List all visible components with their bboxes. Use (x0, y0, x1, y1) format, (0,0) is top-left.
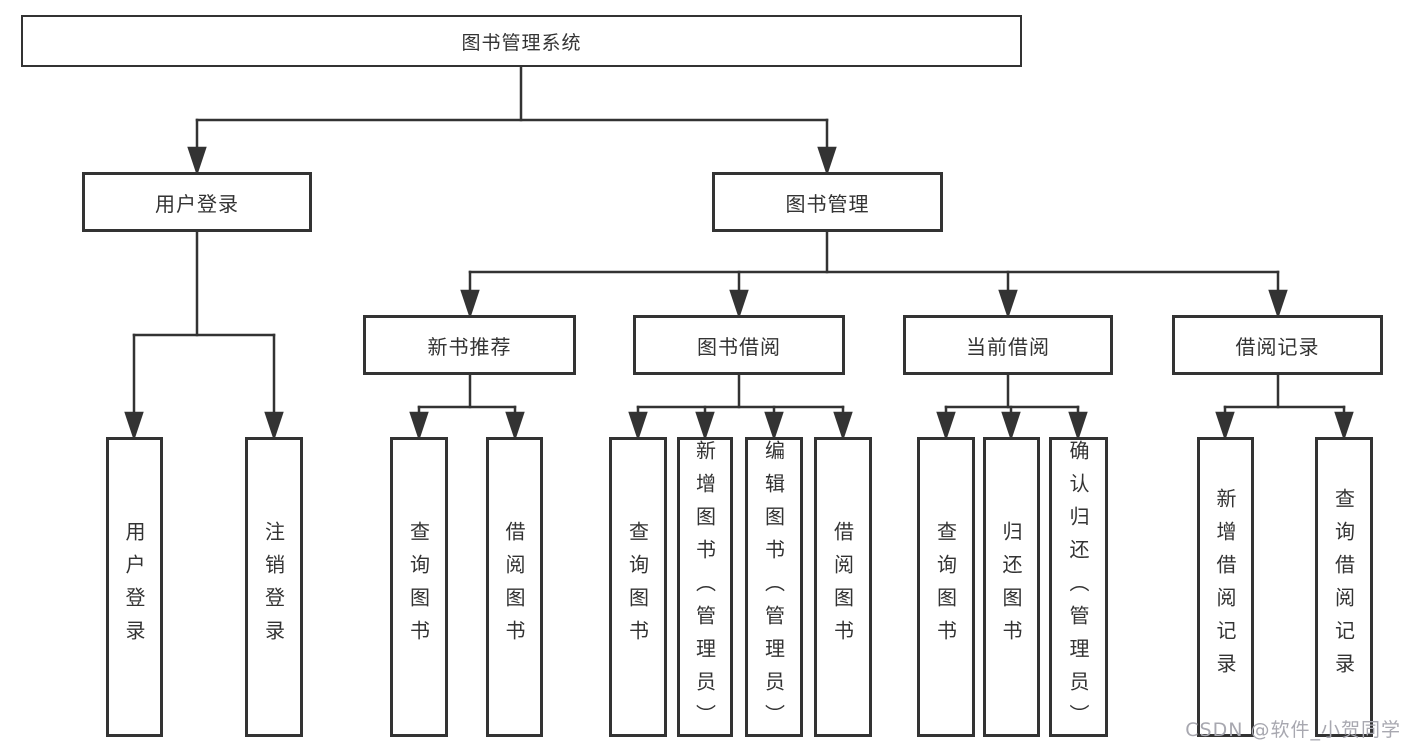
leaf-borrow-add-admin: 新增图书（管理员） (677, 437, 733, 737)
edges-book-borrow-to-leaves (628, 373, 853, 441)
leaf-borrow-query: 查询图书 (609, 437, 667, 737)
leaf-current-return: 归还图书 (983, 437, 1040, 737)
node-new-book-recommend: 新书推荐 (363, 315, 576, 375)
edges-root-to-level2 (187, 64, 837, 176)
arrowhead (1068, 411, 1088, 441)
node-current-borrow: 当前借阅 (903, 315, 1113, 375)
arrowhead (764, 411, 784, 441)
arrowhead (1215, 411, 1235, 441)
arrowhead (628, 411, 648, 441)
arrowhead (264, 411, 284, 441)
leaf-user-login: 用户登录 (106, 437, 163, 737)
node-book-management: 图书管理 (712, 172, 943, 232)
edges-user-login-to-leaves (124, 230, 284, 441)
edges-book-mgmt-to-level3 (460, 230, 1288, 319)
leaf-current-confirm-admin: 确认归还（管理员） (1049, 437, 1108, 737)
leaf-newbook-borrow: 借阅图书 (486, 437, 543, 737)
edges-new-book-to-leaves (409, 373, 525, 441)
node-library-system: 图书管理系统 (21, 15, 1022, 67)
leaf-record-query: 查询借阅记录 (1315, 437, 1373, 737)
arrowhead (1001, 411, 1021, 441)
node-book-borrow: 图书借阅 (633, 315, 845, 375)
arrowhead (187, 146, 207, 176)
leaf-borrow-book: 借阅图书 (814, 437, 872, 737)
arrowhead (505, 411, 525, 441)
leaf-current-query: 查询图书 (917, 437, 975, 737)
arrowhead (817, 146, 837, 176)
edges-current-borrow-to-leaves (936, 373, 1088, 441)
node-user-login: 用户登录 (82, 172, 312, 232)
leaf-record-add: 新增借阅记录 (1197, 437, 1254, 737)
arrowhead (936, 411, 956, 441)
arrowhead (460, 289, 480, 319)
arrowhead (695, 411, 715, 441)
arrowhead (124, 411, 144, 441)
edges-borrow-record-to-leaves (1215, 373, 1354, 441)
arrowhead (833, 411, 853, 441)
arrowhead (1268, 289, 1288, 319)
arrowhead (729, 289, 749, 319)
node-borrow-records: 借阅记录 (1172, 315, 1383, 375)
leaf-borrow-edit-admin: 编辑图书（管理员） (745, 437, 803, 737)
csdn-watermark: CSDN @软件_小贺同学 (1185, 719, 1401, 741)
arrowhead (409, 411, 429, 441)
arrowhead (1334, 411, 1354, 441)
arrowhead (998, 289, 1018, 319)
leaf-newbook-query: 查询图书 (390, 437, 448, 737)
leaf-logout: 注销登录 (245, 437, 303, 737)
